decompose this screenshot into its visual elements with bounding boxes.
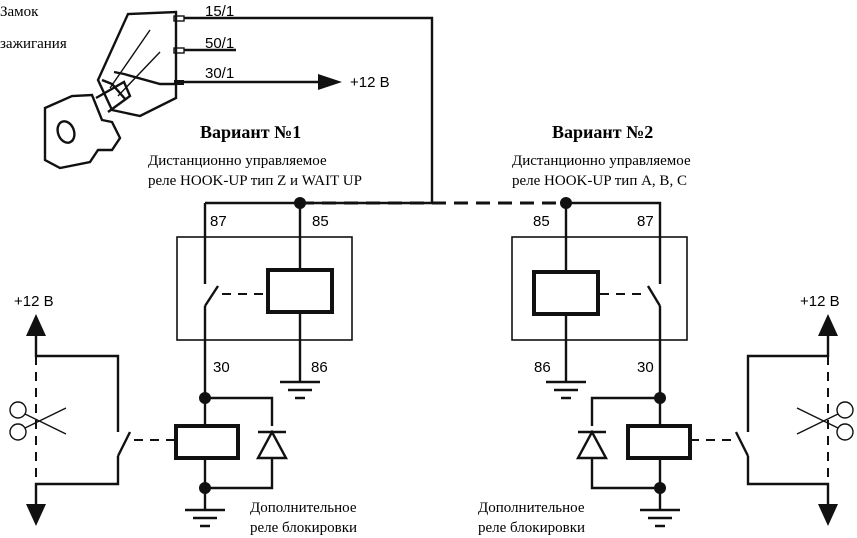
variant-1-supply-label: +12 В <box>14 293 54 310</box>
variant-2: Вариант №2 Дистанционно управляемое реле… <box>478 122 854 536</box>
extra-relay-2-label-1: Дополнительное <box>478 500 585 516</box>
scissors-icon <box>796 401 854 441</box>
diode-icon <box>575 429 609 460</box>
arrow-down-icon <box>26 504 46 526</box>
variant-2-supply-label: +12 В <box>800 293 840 310</box>
extra-relay-1-label-2: реле блокировки <box>250 520 357 536</box>
ignition-supply-label: +12 В <box>350 74 390 91</box>
variant-2-desc-1: Дистанционно управляемое <box>512 153 691 169</box>
pin-87-label: 87 <box>637 213 654 230</box>
extra-relay-2-label-2: реле блокировки <box>478 520 585 536</box>
relay-2-switch <box>646 285 662 307</box>
extra-relay-2-coil <box>626 424 692 460</box>
variant-1-title: Вариант №1 <box>200 122 301 142</box>
relay-2-coil <box>532 270 600 316</box>
pin-85-label: 85 <box>533 213 550 230</box>
relay-2-housing <box>511 236 688 341</box>
ground-icon <box>546 380 586 400</box>
extra-relay-1-label-1: Дополнительное <box>250 500 357 516</box>
contact-pin-30 <box>174 80 184 85</box>
extra-relay-1-coil <box>174 424 240 460</box>
variant-2-title: Вариант №2 <box>552 122 653 142</box>
terminal-30-label: 30/1 <box>205 65 234 82</box>
ground-icon <box>185 508 225 528</box>
relay-1-housing <box>176 236 353 341</box>
ignition-label-1: Замок <box>0 4 39 20</box>
relay-1-switch <box>203 285 220 307</box>
scissors-icon <box>9 401 67 441</box>
variant-1-desc-2: реле HOOK-UP тип Z и WAIT UP <box>148 173 362 189</box>
pin-30-label: 30 <box>637 359 654 376</box>
arrow-up-icon <box>26 314 46 336</box>
arrow-up-icon <box>818 314 838 336</box>
pin-30-label: 30 <box>213 359 230 376</box>
pin-86-label: 86 <box>534 359 551 376</box>
variant-1: Вариант №1 Дистанционно управляемое реле… <box>9 122 432 536</box>
pin-86-label: 86 <box>311 359 328 376</box>
arrow-icon <box>318 74 342 90</box>
ground-icon <box>280 380 320 400</box>
ignition-lock: Замок зажигания 15/1 50/1 30/1 +12 В <box>0 3 434 203</box>
terminal-15-label: 15/1 <box>205 3 234 20</box>
ignition-label-2: зажигания <box>0 36 67 52</box>
arrow-down-icon <box>818 504 838 526</box>
ignition-key-icon <box>43 10 178 170</box>
variant-2-desc-2: реле HOOK-UP тип А, В, С <box>512 173 687 189</box>
pin-87-label: 87 <box>210 213 227 230</box>
pin-85-label: 85 <box>312 213 329 230</box>
terminal-50-label: 50/1 <box>205 35 234 52</box>
relay-1-coil <box>266 268 334 314</box>
wire-15-1 <box>184 16 434 203</box>
ground-icon <box>640 508 680 528</box>
variant-1-desc-1: Дистанционно управляемое <box>148 153 327 169</box>
diode-icon <box>255 429 289 460</box>
